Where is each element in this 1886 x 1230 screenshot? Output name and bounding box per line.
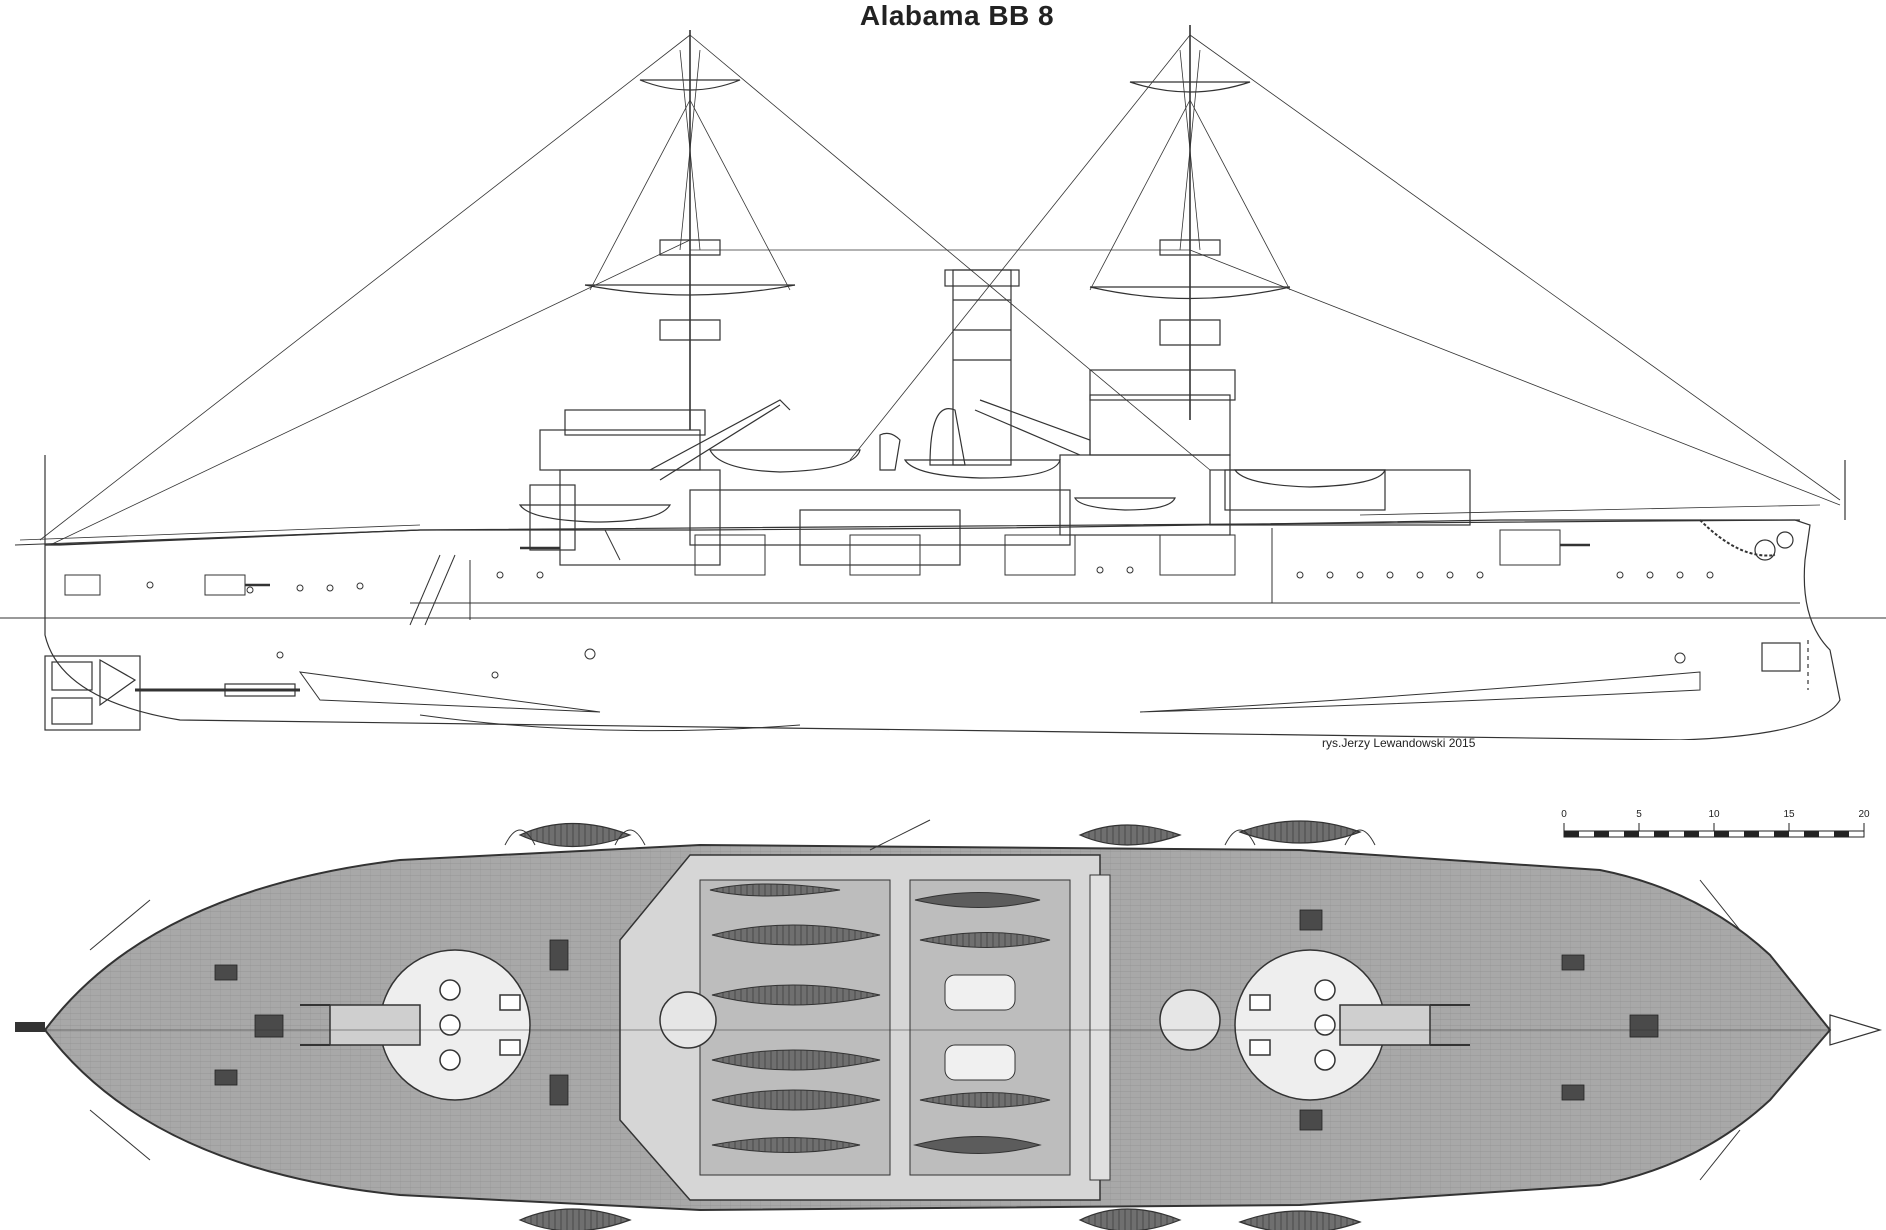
author-credit: rys.Jerzy Lewandowski 2015 — [1322, 736, 1476, 750]
turret-aft — [329, 949, 531, 1101]
scale-tick-label: 0 — [1561, 809, 1567, 820]
page-title: Alabama BB 8 — [859, 0, 1055, 31]
side-elevation-drawing — [0, 25, 1886, 740]
outboard-boat — [518, 822, 632, 848]
superstructure-aft — [559, 469, 721, 566]
boat — [709, 883, 841, 897]
top-fwd — [1129, 81, 1251, 93]
superstructure-mid — [689, 489, 1071, 546]
anchor-chain — [1699, 519, 1776, 557]
scale-bar: 0 5 10 15 20 — [1561, 809, 1870, 838]
top-aft — [639, 79, 741, 91]
crane-fwd — [979, 399, 1091, 455]
side-boat — [709, 449, 861, 473]
hull-outline — [44, 519, 1841, 740]
crane-aft — [649, 399, 791, 471]
rudder — [44, 655, 141, 731]
propeller — [99, 658, 137, 707]
stern-flagstaff — [15, 1022, 45, 1032]
plan-view-drawing — [15, 819, 1883, 1230]
scale-tick-label: 5 — [1636, 809, 1642, 820]
scale-tick-label: 10 — [1708, 809, 1720, 820]
bow-ram — [1829, 1014, 1883, 1046]
superstructure-fwd — [1059, 454, 1231, 536]
scale-tick-label: 20 — [1858, 809, 1870, 820]
barbette-aft — [659, 991, 717, 1049]
barbette-fwd — [1159, 989, 1221, 1051]
scale-tick-label: 15 — [1783, 809, 1795, 820]
side-turret — [694, 534, 766, 576]
funnel — [952, 269, 1012, 466]
